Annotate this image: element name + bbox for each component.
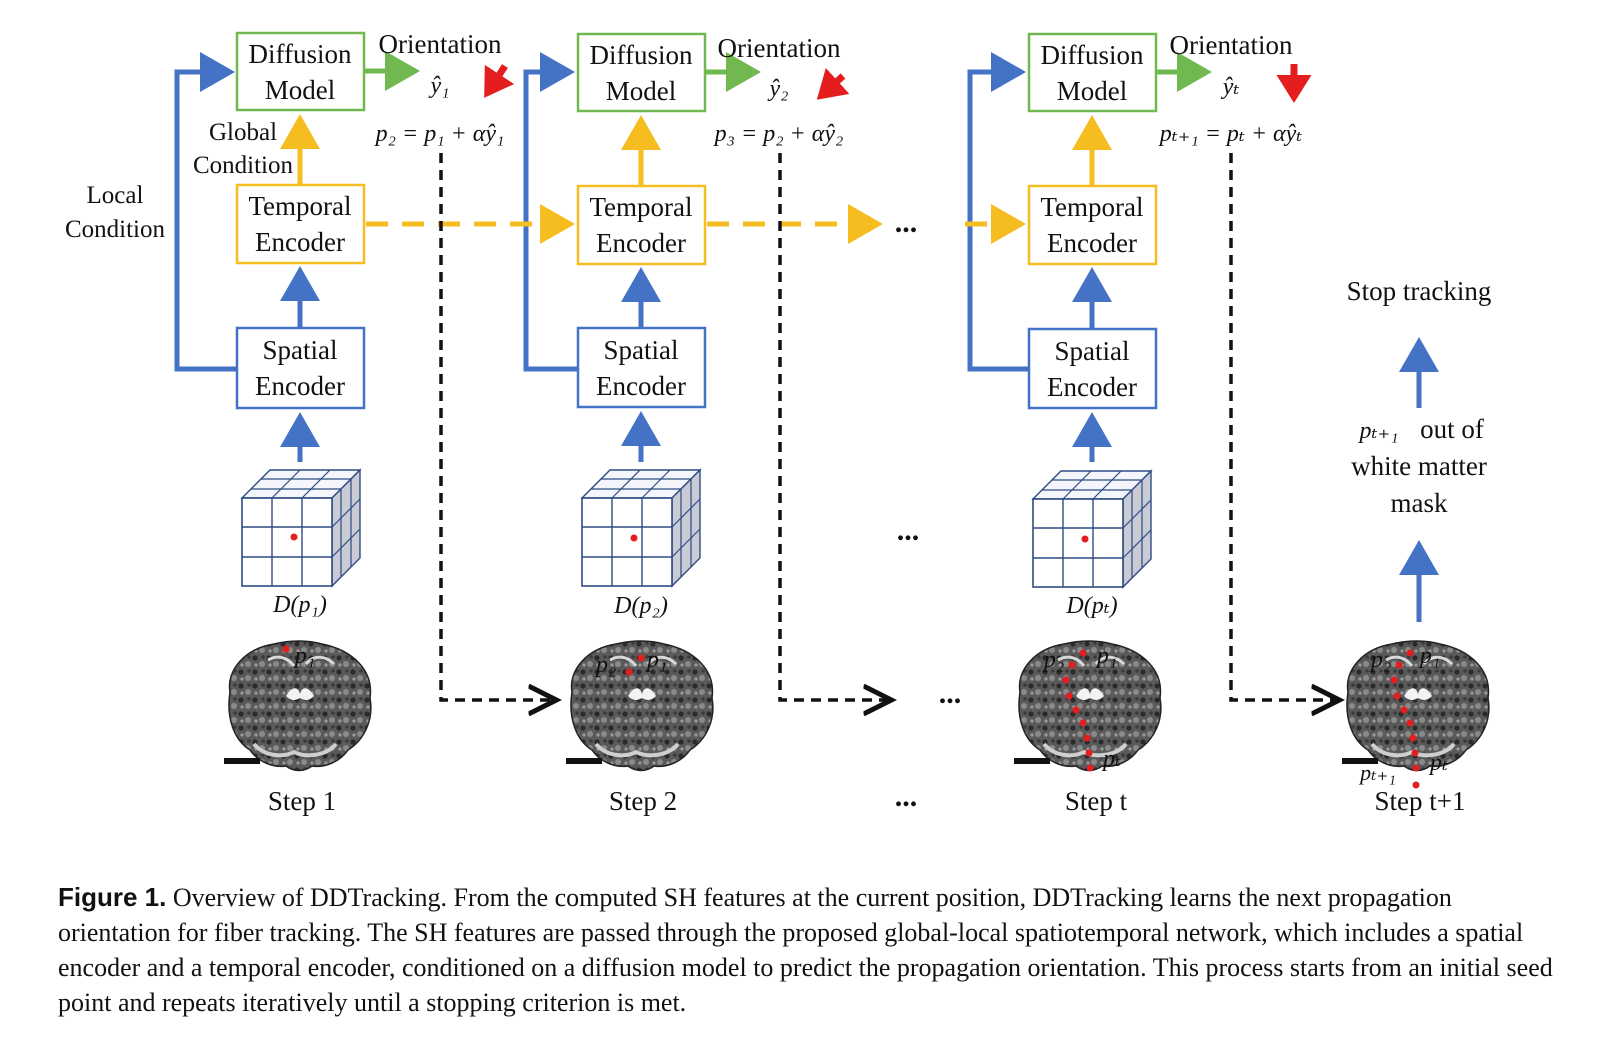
sh-patch-cube	[1032, 470, 1152, 588]
update-dashed-arrow	[1229, 153, 1336, 700]
point-label: p₂	[1042, 647, 1064, 673]
step-label: Step t+1	[1375, 786, 1466, 816]
temporal-encoder-box	[576, 184, 707, 266]
point-label: p₂	[594, 652, 616, 678]
ellipsis: ...	[897, 514, 920, 547]
stop-condition-var: pₜ₊₁	[1358, 418, 1399, 444]
point-label: p₁	[1095, 643, 1117, 669]
spatial-encoder-box	[1027, 327, 1158, 410]
red-orientation-arrow	[816, 67, 850, 100]
diffusion-model-box	[1027, 32, 1158, 113]
figure-caption: Figure 1. Overview of DDTracking. From t…	[58, 880, 1568, 1020]
spatial-encoder-box	[235, 326, 366, 410]
point-label: pₜ	[1101, 746, 1121, 772]
point-label: pₜ₊₁	[1358, 760, 1396, 785]
patch-label: D(pₜ)	[1065, 593, 1117, 619]
point-label: p₂	[1369, 647, 1391, 673]
update-equation: pₜ₊₁ = pₜ + αŷₜ	[1158, 121, 1302, 147]
stop-condition-line-3: mask	[1391, 488, 1448, 518]
step-label: Step 2	[609, 786, 677, 816]
diffusion-model-box	[235, 31, 366, 112]
update-equation: p₃ = p₂ + αŷ₂	[713, 121, 844, 147]
step-label: Step 1	[268, 786, 336, 816]
update-dashed-arrow	[778, 153, 888, 700]
patch-label: D(p₂)	[613, 593, 668, 619]
stop-condition-line-1: out of	[1420, 414, 1484, 444]
point-label: p₁	[293, 643, 315, 669]
position-flow	[439, 153, 1336, 700]
point-label: p₁	[1418, 643, 1440, 669]
update-dashed-arrow	[439, 153, 553, 700]
step-label: Step t	[1065, 786, 1128, 816]
update-equation: p₂ = p₁ + αŷ₁	[374, 121, 505, 147]
point-label: p₁	[645, 647, 667, 673]
local-condition-arrow	[967, 52, 1029, 372]
y-hat-label: ŷ₁	[429, 73, 450, 99]
temporal-encoder-box	[1027, 184, 1158, 266]
sh-patch-cube	[581, 469, 701, 587]
step-t1-column: Stop tracking pₜ₊₁ out of white matter m…	[1340, 276, 1492, 816]
ellipsis: ...	[895, 206, 918, 239]
red-orientation-arrow	[484, 64, 515, 98]
y-hat-label: ŷ₂	[768, 76, 789, 102]
orientation-label: Orientation	[379, 29, 502, 59]
temporal-encoder-box	[235, 183, 366, 265]
ellipsis: ...	[939, 677, 962, 710]
caption-text: Overview of DDTracking. From the compute…	[58, 883, 1553, 1017]
orientation-label: Orientation	[1170, 30, 1293, 60]
caption-label: Figure 1.	[58, 882, 167, 912]
spatial-encoder-box	[576, 326, 707, 409]
brain-slice	[1340, 639, 1491, 789]
orientation-label: Orientation	[718, 33, 841, 63]
ellipsis: ...	[895, 780, 918, 813]
diffusion-model-box	[576, 32, 707, 113]
brain-slice	[564, 639, 715, 773]
brain-slice	[1012, 639, 1163, 773]
y-hat-label: ŷₜ	[1221, 74, 1240, 100]
stop-tracking-label: Stop tracking	[1347, 276, 1492, 306]
stop-condition-line-2: white matter	[1351, 451, 1487, 481]
patch-label: D(p₁)	[272, 592, 327, 618]
local-condition-arrow	[174, 52, 237, 372]
sh-patch-cube	[241, 469, 361, 587]
brain-slice	[222, 639, 373, 773]
point-label: pₜ	[1428, 750, 1448, 776]
local-condition-arrow	[523, 52, 578, 372]
